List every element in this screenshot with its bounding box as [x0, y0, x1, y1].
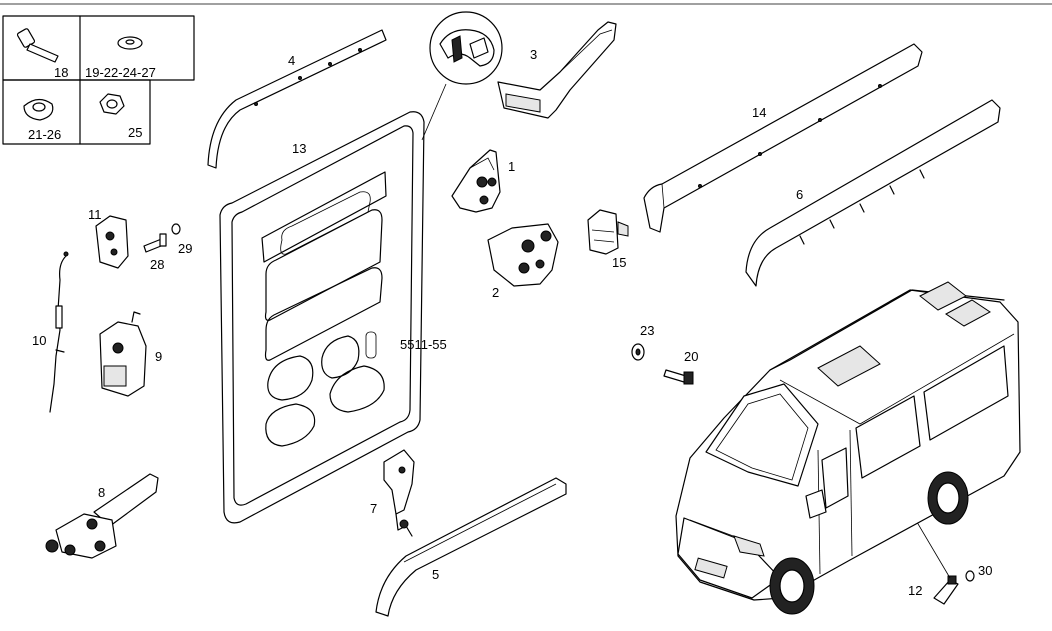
bracket-part-7 — [383, 449, 415, 537]
label-part-15: 15 — [612, 255, 627, 270]
lock-washer-icon — [23, 98, 54, 121]
bolt-part-28 — [143, 233, 167, 253]
hinge-part-2 — [487, 223, 559, 287]
stud-part-12 — [933, 575, 959, 605]
bolt-icon — [16, 28, 59, 63]
label-part-20: 20 — [684, 349, 699, 364]
label-part-5: 5 — [432, 567, 440, 582]
bracket-part-3 — [497, 21, 617, 119]
lower-rail-part-6 — [745, 99, 1001, 287]
switch-part-15 — [587, 209, 629, 255]
upper-rail-part-4 — [207, 29, 387, 169]
washer-part-29 — [171, 223, 181, 235]
van-illustration — [675, 281, 1021, 615]
label-part-9: 9 — [155, 349, 163, 364]
hinge-part-1 — [451, 149, 501, 213]
label-part-12: 12 — [908, 583, 923, 598]
label-part-14: 14 — [752, 105, 767, 120]
lock-part-9 — [99, 311, 147, 397]
leader-line — [421, 83, 447, 141]
seal-detail-callout — [429, 11, 503, 85]
group-code-label: 5511-55 — [400, 337, 447, 352]
label-part-2: 2 — [492, 285, 500, 300]
roller-part-8 — [45, 473, 159, 559]
label-part-4: 4 — [288, 53, 296, 68]
label-part-3: 3 — [530, 47, 538, 62]
label-part-8: 8 — [98, 485, 106, 500]
washer-part-30 — [965, 570, 975, 582]
label-part-30: 30 — [978, 563, 993, 578]
lower-track-part-5 — [375, 477, 567, 617]
label-part-6: 6 — [796, 187, 804, 202]
label-part-10: 10 — [32, 333, 47, 348]
label-part-11: 11 — [88, 207, 102, 222]
bolt-part-20 — [663, 369, 694, 385]
cable-part-10 — [49, 251, 69, 413]
label-part-7: 7 — [370, 501, 378, 516]
label-part-1: 1 — [508, 159, 516, 174]
kit-label-21-26: 21-26 — [28, 127, 62, 142]
door-panel-part-13 — [219, 111, 425, 524]
label-part-28: 28 — [150, 257, 165, 272]
kit-label-25: 25 — [128, 125, 143, 140]
long-rail-part-14 — [643, 43, 923, 233]
label-part-23: 23 — [640, 323, 655, 338]
washer-icon — [117, 36, 143, 50]
kit-box — [2, 15, 195, 145]
label-part-13: 13 — [292, 141, 307, 156]
kit-label-18: 18 — [54, 65, 69, 80]
label-part-29: 29 — [178, 241, 193, 256]
latch-part-11 — [95, 215, 129, 269]
kit-label-19-22-24-27: 19-22-24-27 — [85, 65, 156, 80]
washer-part-23 — [631, 343, 645, 361]
nut-icon — [99, 93, 125, 115]
